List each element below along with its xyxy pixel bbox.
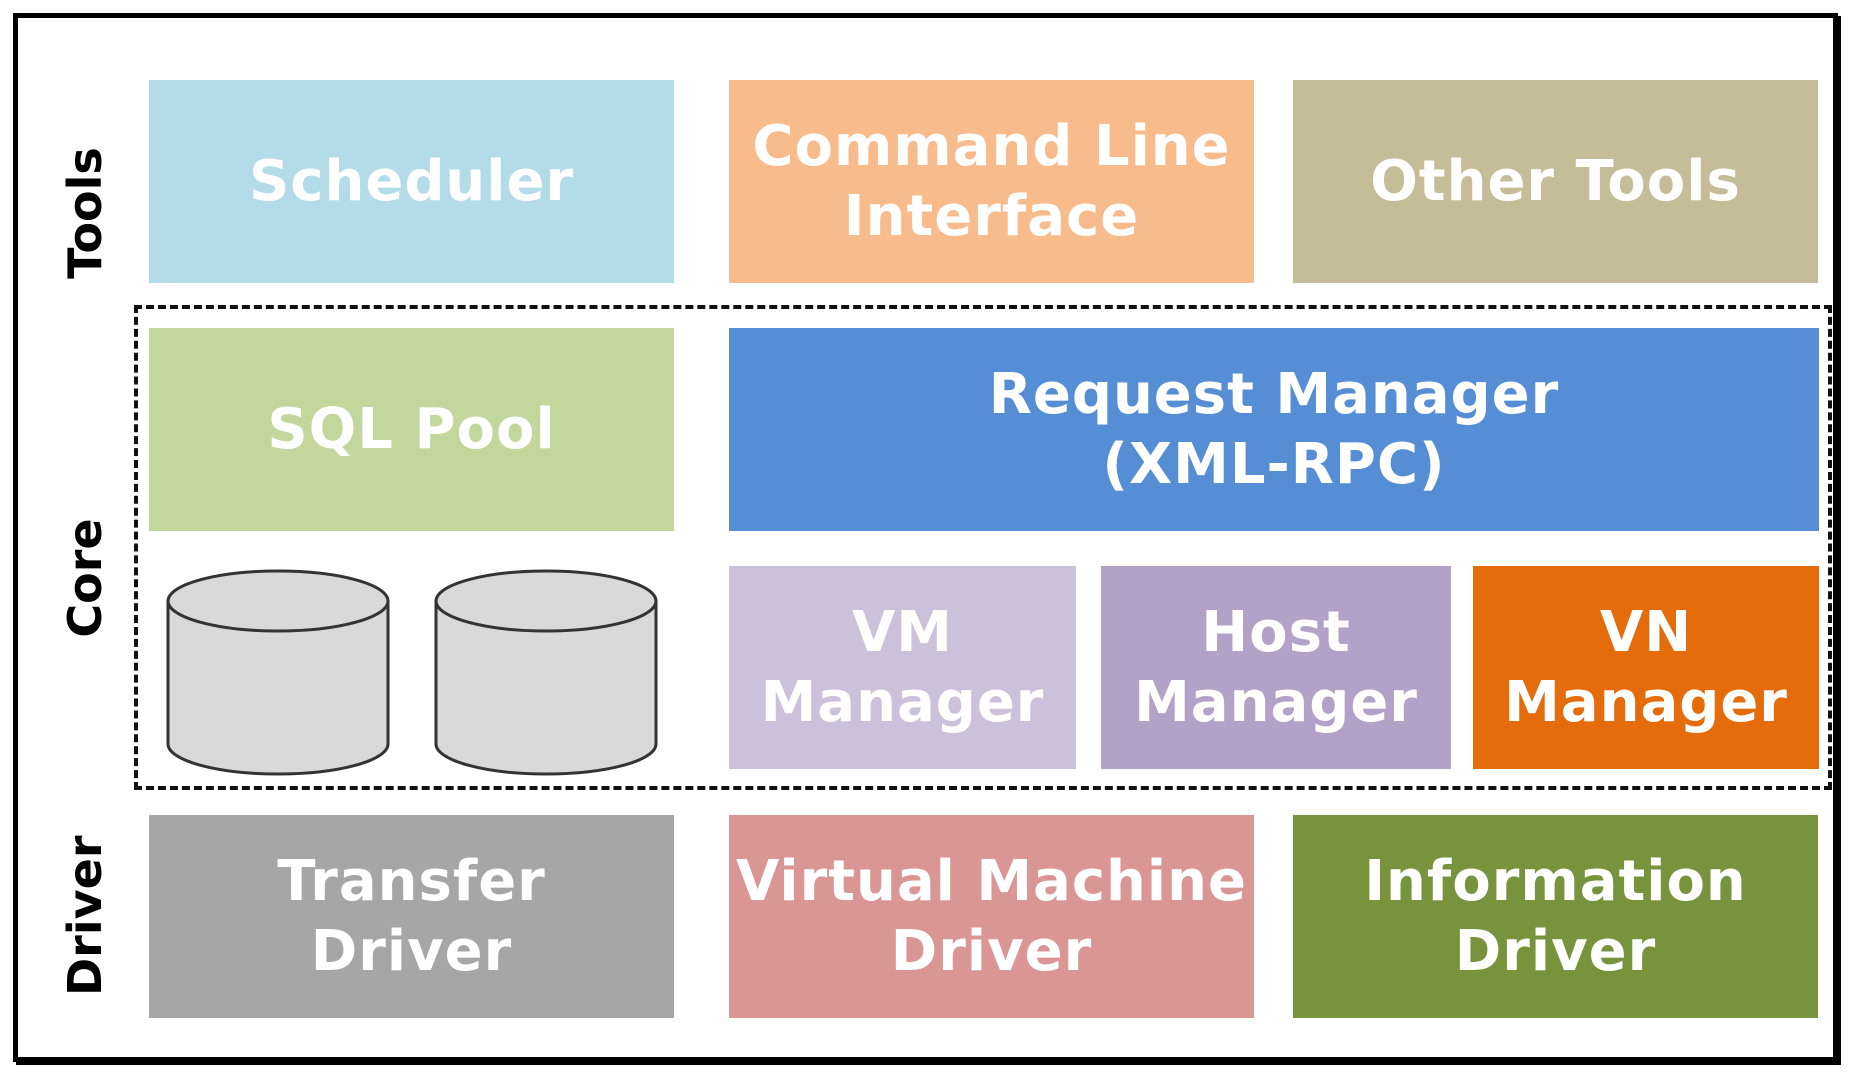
- request-manager-box: Request Manager (XML-RPC): [729, 328, 1819, 531]
- information-driver-box: Information Driver: [1293, 815, 1818, 1018]
- transfer-driver-box: Transfer Driver: [149, 815, 674, 1018]
- database-icon: [434, 569, 658, 776]
- layer-label-driver: Driver: [58, 835, 112, 996]
- virtual-machine-driver-box: Virtual Machine Driver: [729, 815, 1254, 1018]
- scheduler-box: Scheduler: [149, 80, 674, 283]
- vn-manager-box: VN Manager: [1473, 566, 1819, 769]
- vm-manager-box: VM Manager: [729, 566, 1076, 769]
- diagram-frame: Tools Core Driver Scheduler Command Line…: [13, 13, 1838, 1062]
- sql-pool-box: SQL Pool: [149, 328, 674, 531]
- other-tools-box: Other Tools: [1293, 80, 1818, 283]
- core-boundary: [134, 305, 1832, 790]
- host-manager-box: Host Manager: [1101, 566, 1451, 769]
- layer-label-tools: Tools: [58, 147, 112, 279]
- command-line-interface-box: Command Line Interface: [729, 80, 1254, 283]
- layer-label-core: Core: [58, 518, 112, 638]
- database-icon: [166, 569, 390, 776]
